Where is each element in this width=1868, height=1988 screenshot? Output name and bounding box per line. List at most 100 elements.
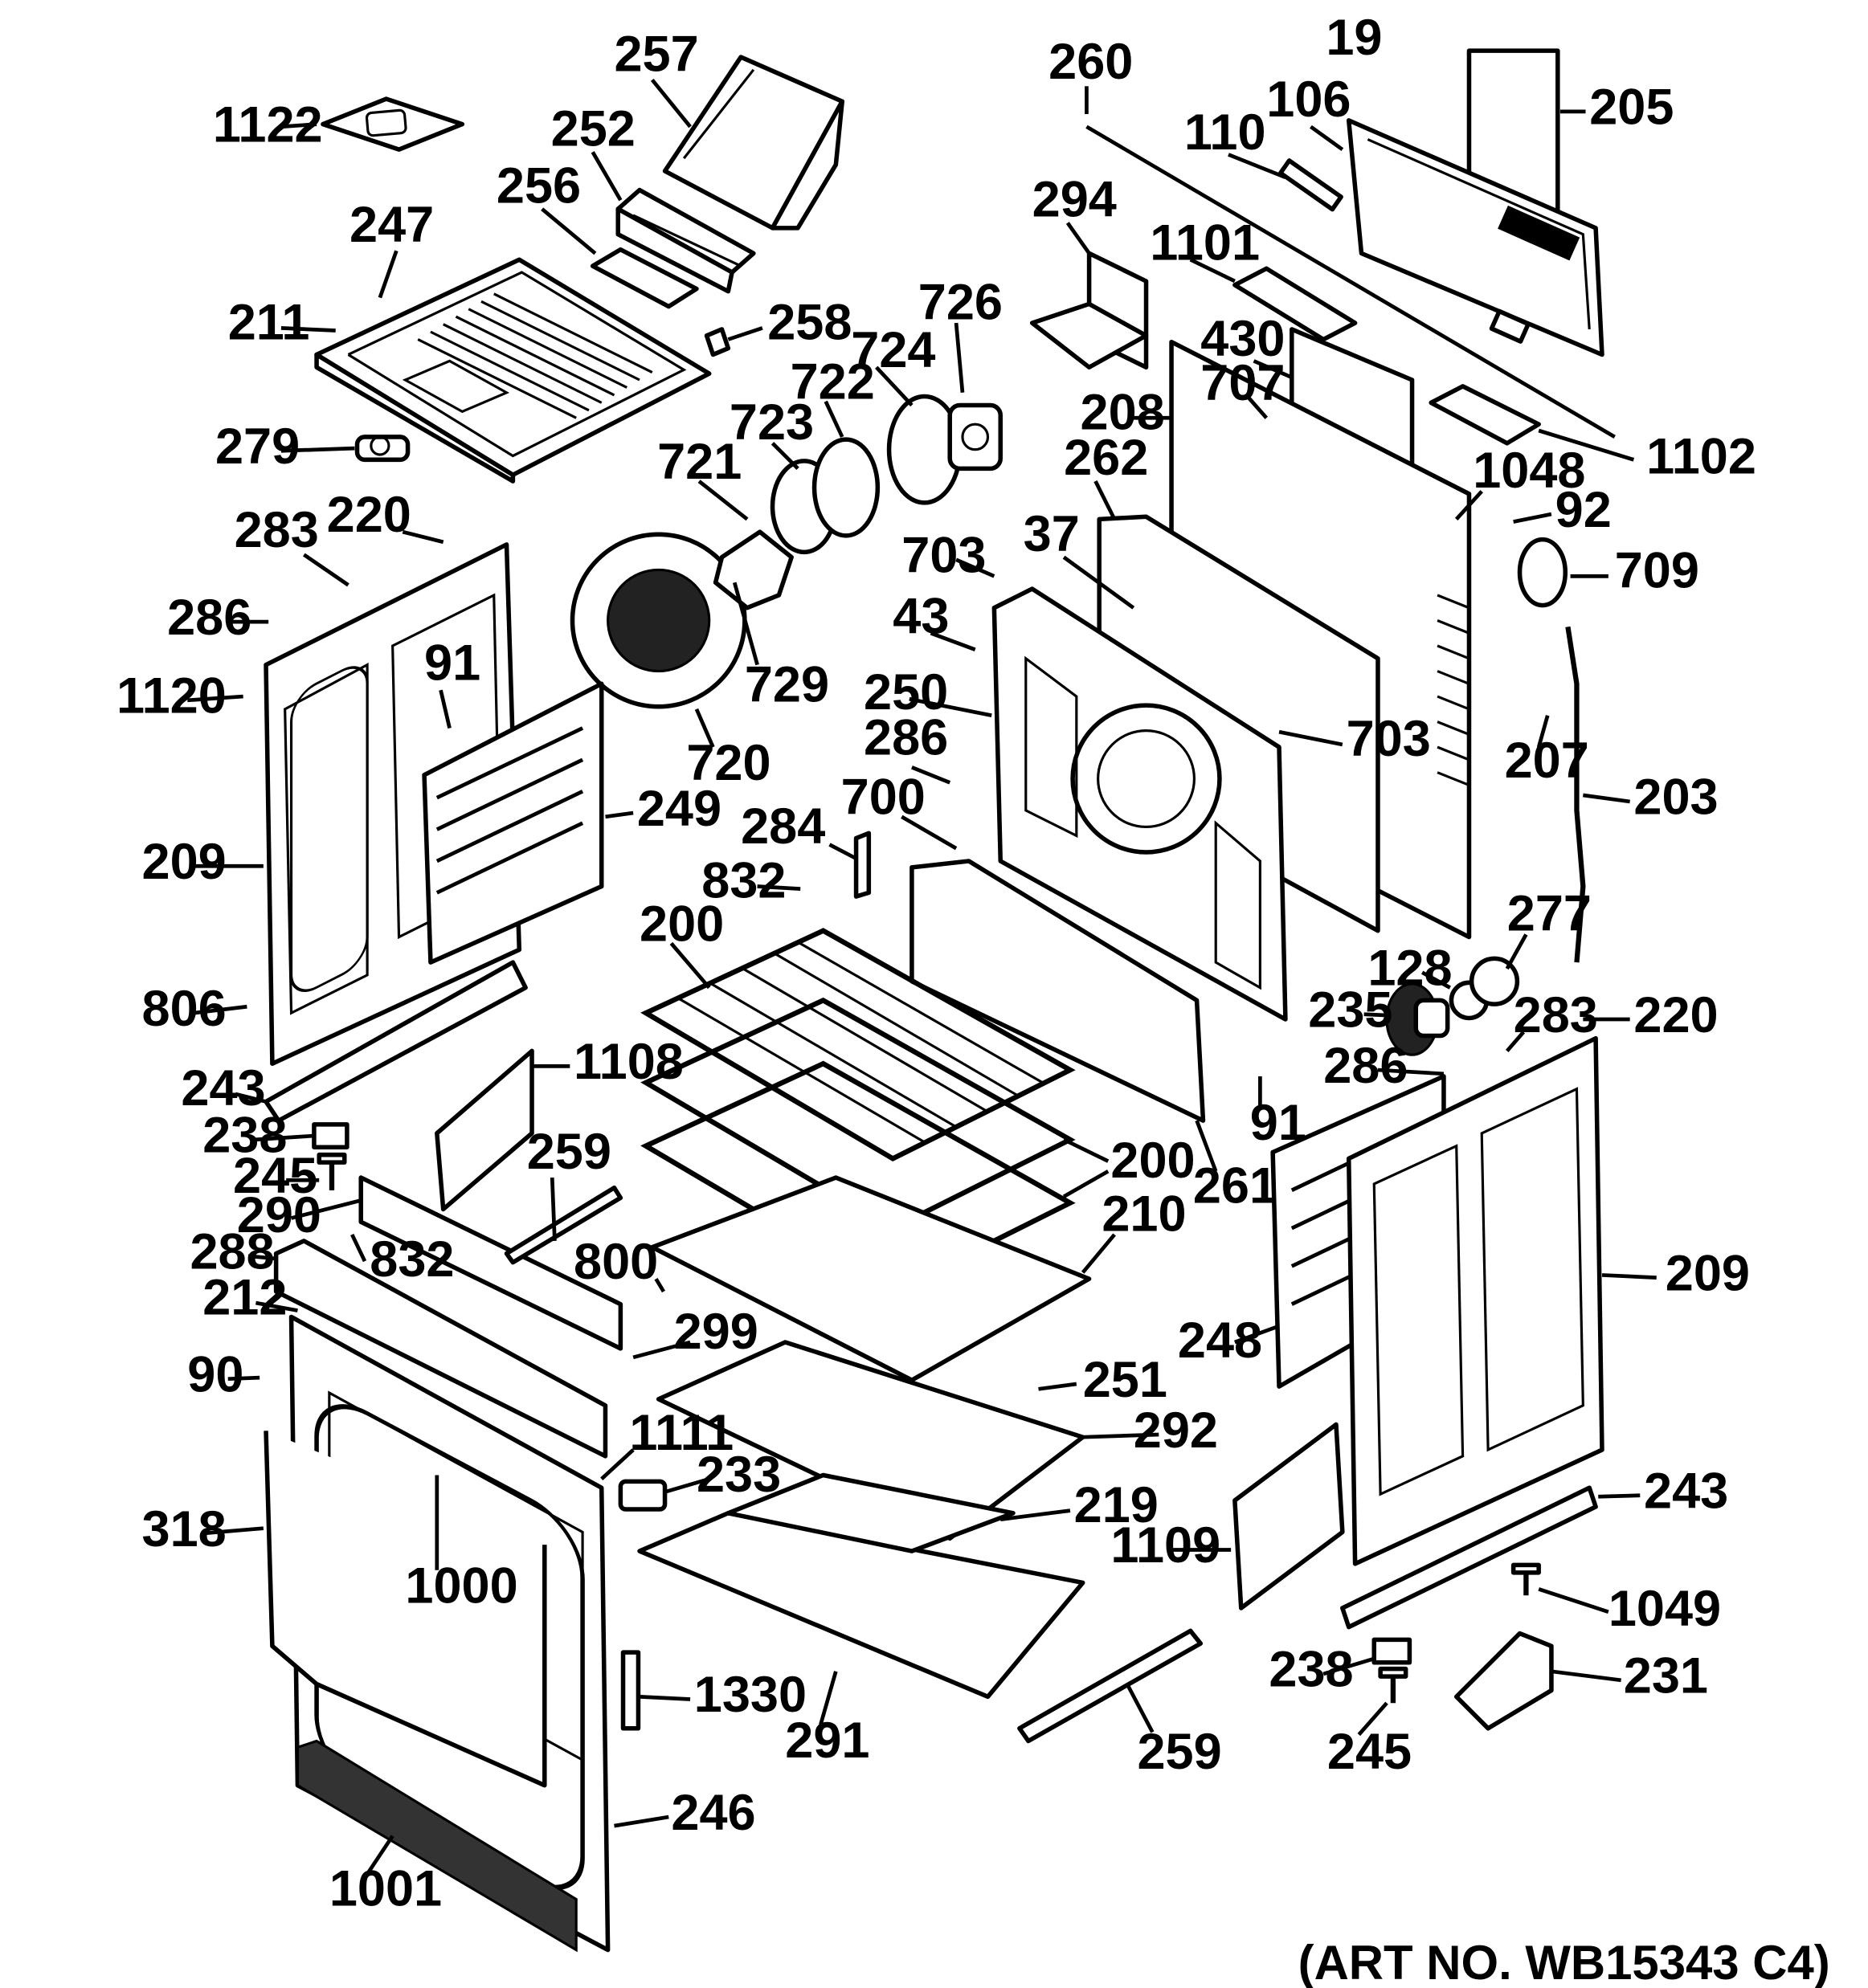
callout-724: 724 <box>851 322 935 378</box>
callout-1111: 1111 <box>629 1405 734 1461</box>
callout-245b: 245 <box>1327 1724 1412 1780</box>
callout-290: 290 <box>237 1187 321 1243</box>
callout-1101: 1101 <box>1150 214 1260 271</box>
callout-258: 258 <box>767 295 852 351</box>
callout-243b: 243 <box>1644 1463 1728 1519</box>
part-219-bracket <box>726 1472 1016 1553</box>
callout-246: 246 <box>671 1785 755 1841</box>
part-238-leveler <box>312 1122 349 1149</box>
part-1108-baffle <box>435 1048 534 1212</box>
callout-806: 806 <box>142 981 227 1037</box>
callout-37: 37 <box>1024 506 1080 562</box>
part-290-kick-plate <box>358 1175 623 1351</box>
callout-labels: 1122 257 252 256 247 211 258 279 260 19 … <box>116 10 1756 1917</box>
callout-292: 292 <box>1134 1402 1218 1459</box>
callout-43: 43 <box>893 588 949 644</box>
callout-800: 800 <box>574 1234 658 1290</box>
callout-91b: 91 <box>1250 1095 1306 1151</box>
callout-286a: 286 <box>167 590 251 646</box>
callout-283a: 283 <box>235 502 319 558</box>
part-110-switch <box>1277 158 1343 212</box>
callout-723: 723 <box>730 394 814 451</box>
part-235-motor <box>1385 982 1450 1056</box>
callout-1109: 1109 <box>1110 1517 1220 1574</box>
part-243-left-rail <box>264 960 528 1123</box>
callout-231: 231 <box>1624 1648 1708 1704</box>
part-288-frame <box>273 1239 608 1459</box>
callout-729: 729 <box>745 656 829 712</box>
callout-238b: 238 <box>1269 1642 1353 1698</box>
callout-1108: 1108 <box>574 1034 684 1090</box>
callout-92: 92 <box>1555 482 1612 538</box>
part-291-bottom-pan <box>637 1511 1085 1700</box>
callout-209a: 209 <box>142 834 227 890</box>
callout-106: 106 <box>1266 71 1351 128</box>
callout-726: 726 <box>918 274 1003 330</box>
callout-200a: 200 <box>640 896 724 952</box>
callout-243a: 243 <box>181 1060 265 1116</box>
part-238-leveler-right <box>1371 1637 1412 1665</box>
part-256-gasket <box>590 247 699 309</box>
part-1049-leg <box>1510 1562 1541 1596</box>
callout-299: 299 <box>674 1304 758 1360</box>
part-1122-pad <box>321 96 465 152</box>
callout-286b: 286 <box>864 710 948 766</box>
part-258-clip <box>704 327 731 357</box>
part-245-leg-right <box>1378 1666 1408 1704</box>
callout-279: 279 <box>215 418 300 475</box>
part-284-bracket <box>853 831 872 899</box>
part-252-vent-duct <box>615 187 756 294</box>
callout-249: 249 <box>637 781 721 837</box>
callout-260: 260 <box>1048 34 1133 90</box>
callout-200b: 200 <box>1110 1133 1195 1189</box>
part-243-right-rail <box>1340 1485 1598 1630</box>
part-259-slide <box>504 1185 623 1265</box>
callout-248: 248 <box>1178 1312 1262 1369</box>
callout-284: 284 <box>741 798 825 855</box>
part-722-fan-cover <box>811 437 881 538</box>
callout-90: 90 <box>187 1346 243 1402</box>
part-1330-handle <box>620 1650 641 1731</box>
art-number: (ART NO. WB15343 C4) <box>1298 1936 1830 1988</box>
callout-251: 251 <box>1083 1352 1167 1408</box>
callout-707: 707 <box>1200 355 1285 411</box>
callout-262: 262 <box>1064 430 1148 486</box>
callout-261: 261 <box>1193 1158 1277 1214</box>
callout-220b: 220 <box>1633 987 1718 1043</box>
callout-256: 256 <box>497 157 581 214</box>
callout-211: 211 <box>228 295 310 351</box>
callout-210: 210 <box>1102 1186 1186 1242</box>
callout-291: 291 <box>785 1712 869 1769</box>
callout-720: 720 <box>686 735 770 791</box>
callout-250: 250 <box>864 664 948 720</box>
part-1101-bracket <box>1232 266 1358 342</box>
part-709-cover <box>1517 537 1568 608</box>
callout-1000: 1000 <box>405 1558 517 1614</box>
part-261-bottom-rear <box>909 859 1206 1123</box>
callout-19: 19 <box>1326 10 1382 66</box>
callout-205: 205 <box>1589 80 1674 136</box>
callout-703a: 703 <box>901 528 986 584</box>
callout-318: 318 <box>142 1501 227 1557</box>
callout-235: 235 <box>1308 982 1392 1038</box>
part-294-bracket <box>1029 251 1149 370</box>
callout-700: 700 <box>841 769 926 826</box>
callout-207: 207 <box>1505 733 1589 789</box>
callout-1102: 1102 <box>1646 429 1756 485</box>
part-233-hinge <box>618 1479 668 1512</box>
part-277-seal <box>1469 956 1520 1006</box>
callout-259b: 259 <box>1137 1724 1221 1780</box>
part-259-slide-bottom <box>1017 1628 1204 1744</box>
callout-286c: 286 <box>1323 1038 1408 1094</box>
callout-252: 252 <box>551 100 636 157</box>
callout-277: 277 <box>1507 886 1592 942</box>
part-231-anti-tip <box>1453 1631 1554 1731</box>
part-1001-vent <box>296 1739 578 1953</box>
callout-1330: 1330 <box>694 1667 807 1723</box>
callout-288: 288 <box>190 1224 274 1280</box>
callout-220a: 220 <box>327 487 411 543</box>
callout-110: 110 <box>1184 104 1266 161</box>
callout-832a: 832 <box>701 853 786 909</box>
callout-1120: 1120 <box>116 668 227 725</box>
